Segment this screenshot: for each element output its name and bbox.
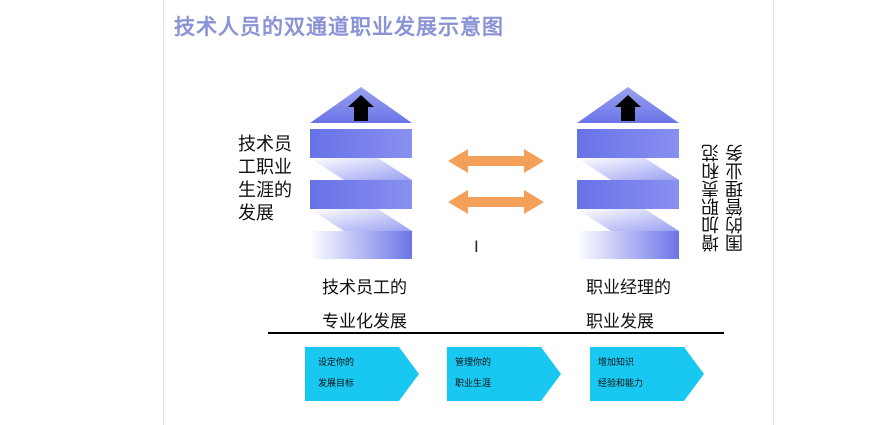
step-2-line2: 职业生涯 xyxy=(455,379,492,389)
ladder-base xyxy=(310,231,412,259)
left-caption-line1: 技术员工的 xyxy=(322,278,407,298)
divider-line xyxy=(268,332,724,334)
right-caption-line2: 职业发展 xyxy=(586,312,654,332)
double-arrow-icon xyxy=(448,149,544,173)
process-step-arrow xyxy=(447,347,561,401)
step-1-line2: 发展目标 xyxy=(318,379,355,389)
right-border xyxy=(773,0,774,425)
right-caption-line1: 职业经理的 xyxy=(586,278,671,298)
double-arrow-icon xyxy=(448,190,544,214)
ladder-link xyxy=(310,158,412,180)
right-career-ladder xyxy=(577,87,679,259)
left-career-ladder xyxy=(310,87,412,259)
right-side-label: 增加职责和范围的管理业务 xyxy=(701,144,746,252)
ladder-link xyxy=(310,209,412,231)
left-caption-line2: 专业化发展 xyxy=(322,312,407,332)
ladder-band xyxy=(577,180,679,209)
step-1-line1: 设定你的 xyxy=(318,358,355,368)
step-3-line1: 增加知识 xyxy=(598,358,635,368)
diagram-title: 技术人员的双通道职业发展示意图 xyxy=(174,15,504,39)
left-side-label: 技术员工职业生涯的发展 xyxy=(238,134,292,224)
ladder-link xyxy=(577,209,679,231)
up-arrow-icon xyxy=(615,95,641,121)
up-arrow-icon xyxy=(348,95,374,121)
process-step-arrow xyxy=(305,347,419,401)
ladder-band xyxy=(310,129,412,158)
process-step-arrow xyxy=(590,347,704,401)
ladder-base xyxy=(577,231,679,259)
step-3-line2: 经验和能力 xyxy=(598,379,644,389)
ladder-band xyxy=(577,129,679,158)
ladder-link xyxy=(577,158,679,180)
step-2-line1: 管理你的 xyxy=(455,358,492,368)
left-border xyxy=(163,0,164,425)
text-cursor-icon: I xyxy=(474,237,479,256)
ladder-band xyxy=(310,180,412,209)
